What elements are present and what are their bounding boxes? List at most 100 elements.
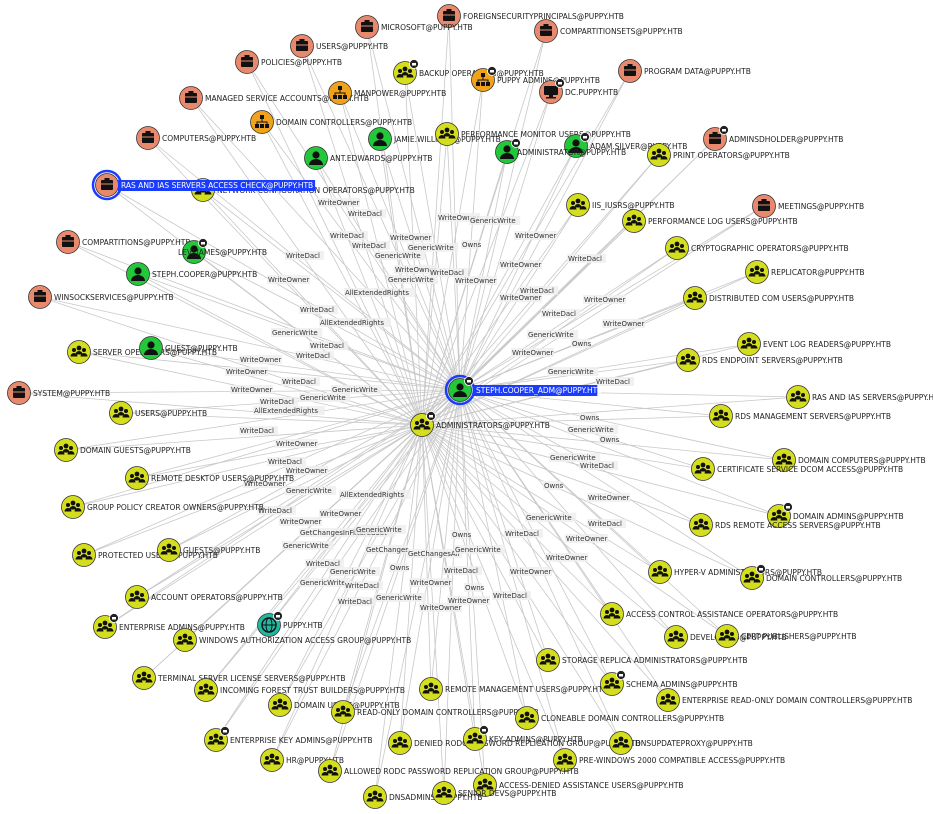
node-dcs_g[interactable]: DOMAIN CONTROLLERS@PUPPY.HTB xyxy=(740,564,903,590)
edge-label[interactable]: WriteDacl xyxy=(520,287,554,295)
node-rodc[interactable]: READ-ONLY DOMAIN CONTROLLERS@PUPPY.HTB xyxy=(331,700,539,724)
edge-label[interactable]: WriteOwner xyxy=(320,510,361,518)
edge-label[interactable]: WriteOwner xyxy=(455,277,496,285)
node-adminsd[interactable]: ADMINSDHOLDER@PUPPY.HTB xyxy=(703,125,844,151)
node-microsoft[interactable]: MICROSOFT@PUPPY.HTB xyxy=(355,15,473,39)
edge-label[interactable]: WriteDacl xyxy=(348,210,382,218)
edge-label[interactable]: Owns xyxy=(390,564,410,572)
edge-label[interactable]: WriteOwner xyxy=(546,554,587,562)
edge-label[interactable]: Owns xyxy=(462,241,482,249)
node-replicator[interactable]: REPLICATOR@PUPPY.HTB xyxy=(745,260,865,284)
edge-label[interactable]: WriteOwner xyxy=(390,234,431,242)
edge-label[interactable]: WriteOwner xyxy=(515,232,556,240)
edge-label[interactable]: WriteDacl xyxy=(310,342,344,350)
node-domguests[interactable]: DOMAIN GUESTS@PUPPY.HTB xyxy=(54,438,191,462)
node-dnsupdate[interactable]: DNSUPDATEPROXY@PUPPY.HTB xyxy=(609,731,753,755)
edge-label[interactable]: GenericWrite xyxy=(548,368,594,376)
edge-label[interactable]: GenericWrite xyxy=(470,217,516,225)
node-remotemgmt[interactable]: REMOTE MANAGEMENT USERS@PUPPY.HTB xyxy=(419,677,608,701)
node-acctops[interactable]: ACCOUNT OPERATORS@PUPPY.HTB xyxy=(125,585,283,609)
edge-label[interactable]: Owns xyxy=(580,414,600,422)
node-prew2k[interactable]: PRE-WINDOWS 2000 COMPATIBLE ACCESS@PUPPY… xyxy=(553,748,786,772)
node-gpco[interactable]: GROUP POLICY CREATOR OWNERS@PUPPY.HTB xyxy=(61,495,264,519)
node-senior[interactable]: SENIOR DEVS@PUPPY.HTB xyxy=(432,781,557,805)
node-iisiusrs[interactable]: IIS_IUSRS@PUPPY.HTB xyxy=(566,193,675,217)
node-certdcom[interactable]: CERTIFICATE SERVICE DCOM ACCESS@PUPPY.HT… xyxy=(691,457,904,481)
node-policies[interactable]: POLICIES@PUPPY.HTB xyxy=(235,50,342,74)
edge-label[interactable]: WriteOwner xyxy=(268,276,309,284)
node-ant[interactable]: ANT.EDWARDS@PUPPY.HTB xyxy=(304,146,433,170)
edge-label[interactable]: WriteDacl xyxy=(260,398,294,406)
node-administrator[interactable]: ADMINISTRATOR@PUPPY.HTB xyxy=(495,138,627,164)
node-printops[interactable]: PRINT OPERATORS@PUPPY.HTB xyxy=(647,143,790,167)
edge-label[interactable]: WriteDacl xyxy=(352,242,386,250)
edge-label[interactable]: WriteOwner xyxy=(500,261,541,269)
edge-label[interactable]: Owns xyxy=(600,436,620,444)
node-eventlog[interactable]: EVENT LOG READERS@PUPPY.HTB xyxy=(737,332,891,356)
edge-label[interactable]: Owns xyxy=(544,482,564,490)
edge-label[interactable]: WriteDacl xyxy=(345,582,379,590)
edge-label[interactable]: GenericWrite xyxy=(272,329,318,337)
edge-label[interactable]: WriteOwner xyxy=(240,356,281,364)
edge-label[interactable]: GenericWrite xyxy=(356,526,402,534)
node-system[interactable]: SYSTEM@PUPPY.HTB xyxy=(7,381,111,405)
node-ras_check[interactable]: RAS AND IAS SERVERS ACCESS CHECK@PUPPY.H… xyxy=(91,169,316,201)
edge-label[interactable]: WriteDacl xyxy=(240,427,274,435)
node-perfmon[interactable]: PERFORMANCE MONITOR USERS@PUPPY.HTB xyxy=(435,122,631,146)
edge-label[interactable]: WriteOwner xyxy=(286,467,327,475)
node-meetings[interactable]: MEETINGS@PUPPY.HTB xyxy=(752,194,865,218)
node-ift[interactable]: INCOMING FOREST TRUST BUILDERS@PUPPY.HTB xyxy=(194,678,406,702)
edge-label[interactable]: WriteDacl xyxy=(596,378,630,386)
node-rdsremote[interactable]: RDS REMOTE ACCESS SERVERS@PUPPY.HTB xyxy=(689,513,881,537)
node-rdp[interactable]: REMOTE DESKTOP USERS@PUPPY.HTB xyxy=(125,466,295,490)
node-foreign[interactable]: FOREIGNSECURITYPRINCIPALS@PUPPY.HTB xyxy=(437,4,624,28)
edge-label[interactable]: WriteDacl xyxy=(588,520,622,528)
edge-label[interactable]: WriteOwner xyxy=(588,494,629,502)
edge-label[interactable]: WriteOwner xyxy=(276,440,317,448)
edge-label[interactable]: WriteOwner xyxy=(226,368,267,376)
node-protected[interactable]: PROTECTED USERS@PUPPY.HTB xyxy=(72,543,218,567)
edge-label[interactable]: WriteOwner xyxy=(512,349,553,357)
node-allowedrodc[interactable]: ALLOWED RODC PASSWORD REPLICATION GROUP@… xyxy=(318,759,579,783)
edge-label[interactable]: WriteDacl xyxy=(568,255,602,263)
node-erodc[interactable]: ENTERPRISE READ-ONLY DOMAIN CONTROLLERS@… xyxy=(656,688,913,712)
edge-label[interactable]: GenericWrite xyxy=(568,426,614,434)
edge-label[interactable]: GenericWrite xyxy=(528,331,574,339)
edge-label[interactable]: WriteOwner xyxy=(318,199,359,207)
node-rdsendpoint[interactable]: RDS ENDPOINT SERVERS@PUPPY.HTB xyxy=(676,348,843,372)
node-acao[interactable]: ACCESS CONTROL ASSISTANCE OPERATORS@PUPP… xyxy=(600,602,839,626)
node-cloneable[interactable]: CLONEABLE DOMAIN CONTROLLERS@PUPPY.HTB xyxy=(515,706,725,730)
edge-label[interactable]: WriteDacl xyxy=(330,232,364,240)
edge-label[interactable]: GenericWrite xyxy=(300,579,346,587)
node-manpower[interactable]: MANPOWER@PUPPY.HTB xyxy=(328,81,447,105)
edge-label[interactable]: WriteDacl xyxy=(286,252,320,260)
edge-label[interactable]: GenericWrite xyxy=(408,244,454,252)
node-dcom[interactable]: DISTRIBUTED COM USERS@PUPPY.HTB xyxy=(683,286,855,310)
node-schema[interactable]: SCHEMA ADMINS@PUPPY.HTB xyxy=(600,670,738,696)
edge-label[interactable]: WriteOwner xyxy=(603,320,644,328)
node-adam[interactable]: ADAM.SILVER@PUPPY.HTB xyxy=(564,132,688,158)
edge-label[interactable]: WriteDacl xyxy=(493,592,527,600)
edge-label[interactable]: WriteOwner xyxy=(395,266,436,274)
node-steph[interactable]: STEPH.COOPER@PUPPY.HTB xyxy=(126,262,258,286)
edge-label[interactable]: WriteDacl xyxy=(300,306,334,314)
node-compsets[interactable]: COMPARTITIONSETS@PUPPY.HTB xyxy=(534,19,683,43)
node-perflog[interactable]: PERFORMANCE LOG USERS@PUPPY.HTB xyxy=(622,209,798,233)
edge-label[interactable]: WriteDacl xyxy=(580,462,614,470)
node-winauth[interactable]: WINDOWS AUTHORIZATION ACCESS GROUP@PUPPY… xyxy=(173,628,412,652)
node-steph_adm[interactable]: STEPH.COOPER_ADM@PUPPY.HTB xyxy=(444,374,602,406)
node-domadmins[interactable]: DOMAIN ADMINS@PUPPY.HTB xyxy=(767,502,904,528)
edge-label[interactable]: GenericWrite xyxy=(388,276,434,284)
edge-label[interactable]: WriteDacl xyxy=(306,560,340,568)
node-dc[interactable]: DC.PUPPY.HTB xyxy=(539,78,619,104)
node-compartitions[interactable]: COMPARTITIONS@PUPPY.HTB xyxy=(56,230,191,254)
edge-label[interactable]: WriteDacl xyxy=(505,530,539,538)
edge-label[interactable]: WriteDacl xyxy=(282,378,316,386)
node-guests[interactable]: GUESTS@PUPPY.HTB xyxy=(157,538,261,562)
edge-label[interactable]: GenericWrite xyxy=(375,252,421,260)
node-domain[interactable]: PUPPY.HTB xyxy=(257,611,323,637)
node-entadmins[interactable]: ENTERPRISE ADMINS@PUPPY.HTB xyxy=(93,613,245,639)
edge-label[interactable]: GenericWrite xyxy=(286,487,332,495)
edge-label[interactable]: WriteOwner xyxy=(566,535,607,543)
